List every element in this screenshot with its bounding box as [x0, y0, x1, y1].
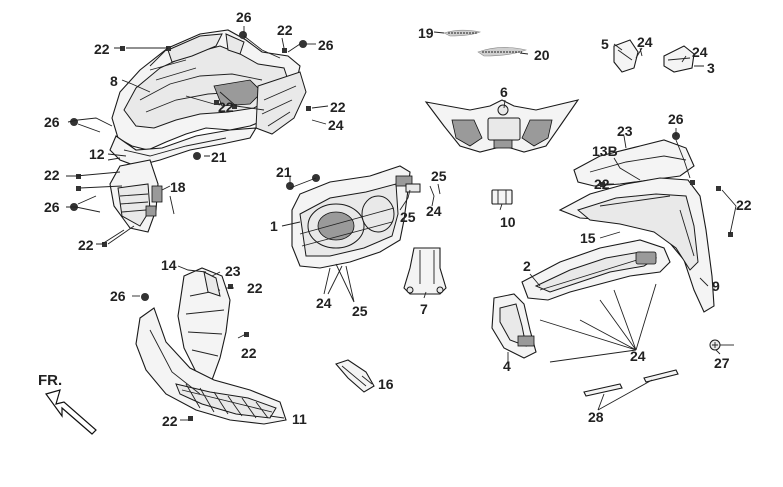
part-2-lower-side-panel	[521, 239, 671, 301]
callout-8: 8	[110, 73, 118, 89]
callout-26: 26	[44, 199, 60, 215]
part-14-lower-front-panel	[177, 267, 231, 381]
callout-25: 25	[400, 209, 416, 225]
callout-22: 22	[44, 167, 60, 183]
callout-26: 26	[236, 9, 252, 25]
callout-22: 22	[330, 99, 346, 115]
part-6-center-cover	[424, 99, 580, 153]
callout-23: 23	[617, 123, 633, 139]
callout-12: 12	[89, 146, 105, 162]
part-4-reflector-assembly	[491, 293, 537, 359]
part-1-headlight-housing	[291, 165, 421, 269]
callout-24: 24	[630, 348, 646, 364]
callout-22: 22	[241, 345, 257, 361]
callout-24: 24	[637, 34, 653, 50]
callout-27: 27	[714, 355, 730, 371]
callout-22: 22	[736, 197, 752, 213]
callout-24: 24	[328, 117, 344, 133]
callout-22: 22	[247, 280, 263, 296]
part-27-screw	[709, 339, 734, 351]
callout-3: 3	[707, 60, 715, 76]
front-direction-label: FR.	[38, 372, 63, 389]
callout-28: 28	[588, 409, 604, 425]
callout-24: 24	[316, 295, 332, 311]
callout-22: 22	[594, 176, 610, 192]
callout-5: 5	[601, 36, 609, 52]
callout-18: 18	[170, 179, 186, 195]
callout-15: 15	[580, 230, 596, 246]
callout-7: 7	[420, 301, 428, 317]
part-10-small-bracket	[491, 189, 513, 205]
callout-26: 26	[668, 111, 684, 127]
callout-22: 22	[162, 413, 178, 429]
callout-2: 2	[523, 258, 531, 274]
callout-11: 11	[292, 411, 307, 427]
callout-24: 24	[426, 203, 442, 219]
callout-26: 26	[44, 114, 60, 130]
callout-22: 22	[78, 237, 94, 253]
leader-lines	[66, 26, 737, 421]
callout-26: 26	[110, 288, 126, 304]
callout-10: 10	[500, 214, 516, 230]
callout-25: 25	[431, 168, 447, 184]
callout-22: 22	[94, 41, 110, 57]
part-12-front-fairing-lower	[109, 127, 258, 167]
callout-25: 25	[352, 303, 368, 319]
callout-14: 14	[161, 257, 177, 273]
callout-19: 19	[418, 25, 434, 41]
part-16-reflector	[335, 359, 375, 393]
callout-22: 22	[218, 99, 234, 115]
callout-16: 16	[378, 376, 394, 392]
callout-4: 4	[503, 358, 511, 374]
callout-26: 26	[318, 37, 334, 53]
callout-23: 23	[225, 263, 241, 279]
part-11-lower-mesh-grille	[135, 307, 287, 425]
callout-13B: 13B	[592, 143, 618, 159]
part-5-bracket	[613, 39, 639, 73]
part-3-bracket	[663, 45, 695, 73]
front-direction-arrow	[45, 389, 97, 435]
part-13b-side-cover	[573, 139, 695, 187]
part-18-side-grille	[109, 159, 163, 233]
callout-6: 6	[500, 84, 508, 100]
callout-21: 21	[211, 149, 227, 165]
callout-9: 9	[712, 278, 720, 294]
part-7-mount-bracket	[403, 247, 447, 295]
part-19-decal	[443, 29, 482, 37]
callout-20: 20	[534, 47, 550, 63]
callout-22: 22	[277, 22, 293, 38]
part-9-right-side-panel	[558, 177, 715, 313]
callout-21: 21	[276, 164, 292, 180]
callout-1: 1	[270, 218, 278, 234]
part-20-decal	[477, 47, 528, 57]
part-28-trim-strips	[583, 369, 679, 397]
callout-24: 24	[692, 44, 708, 60]
